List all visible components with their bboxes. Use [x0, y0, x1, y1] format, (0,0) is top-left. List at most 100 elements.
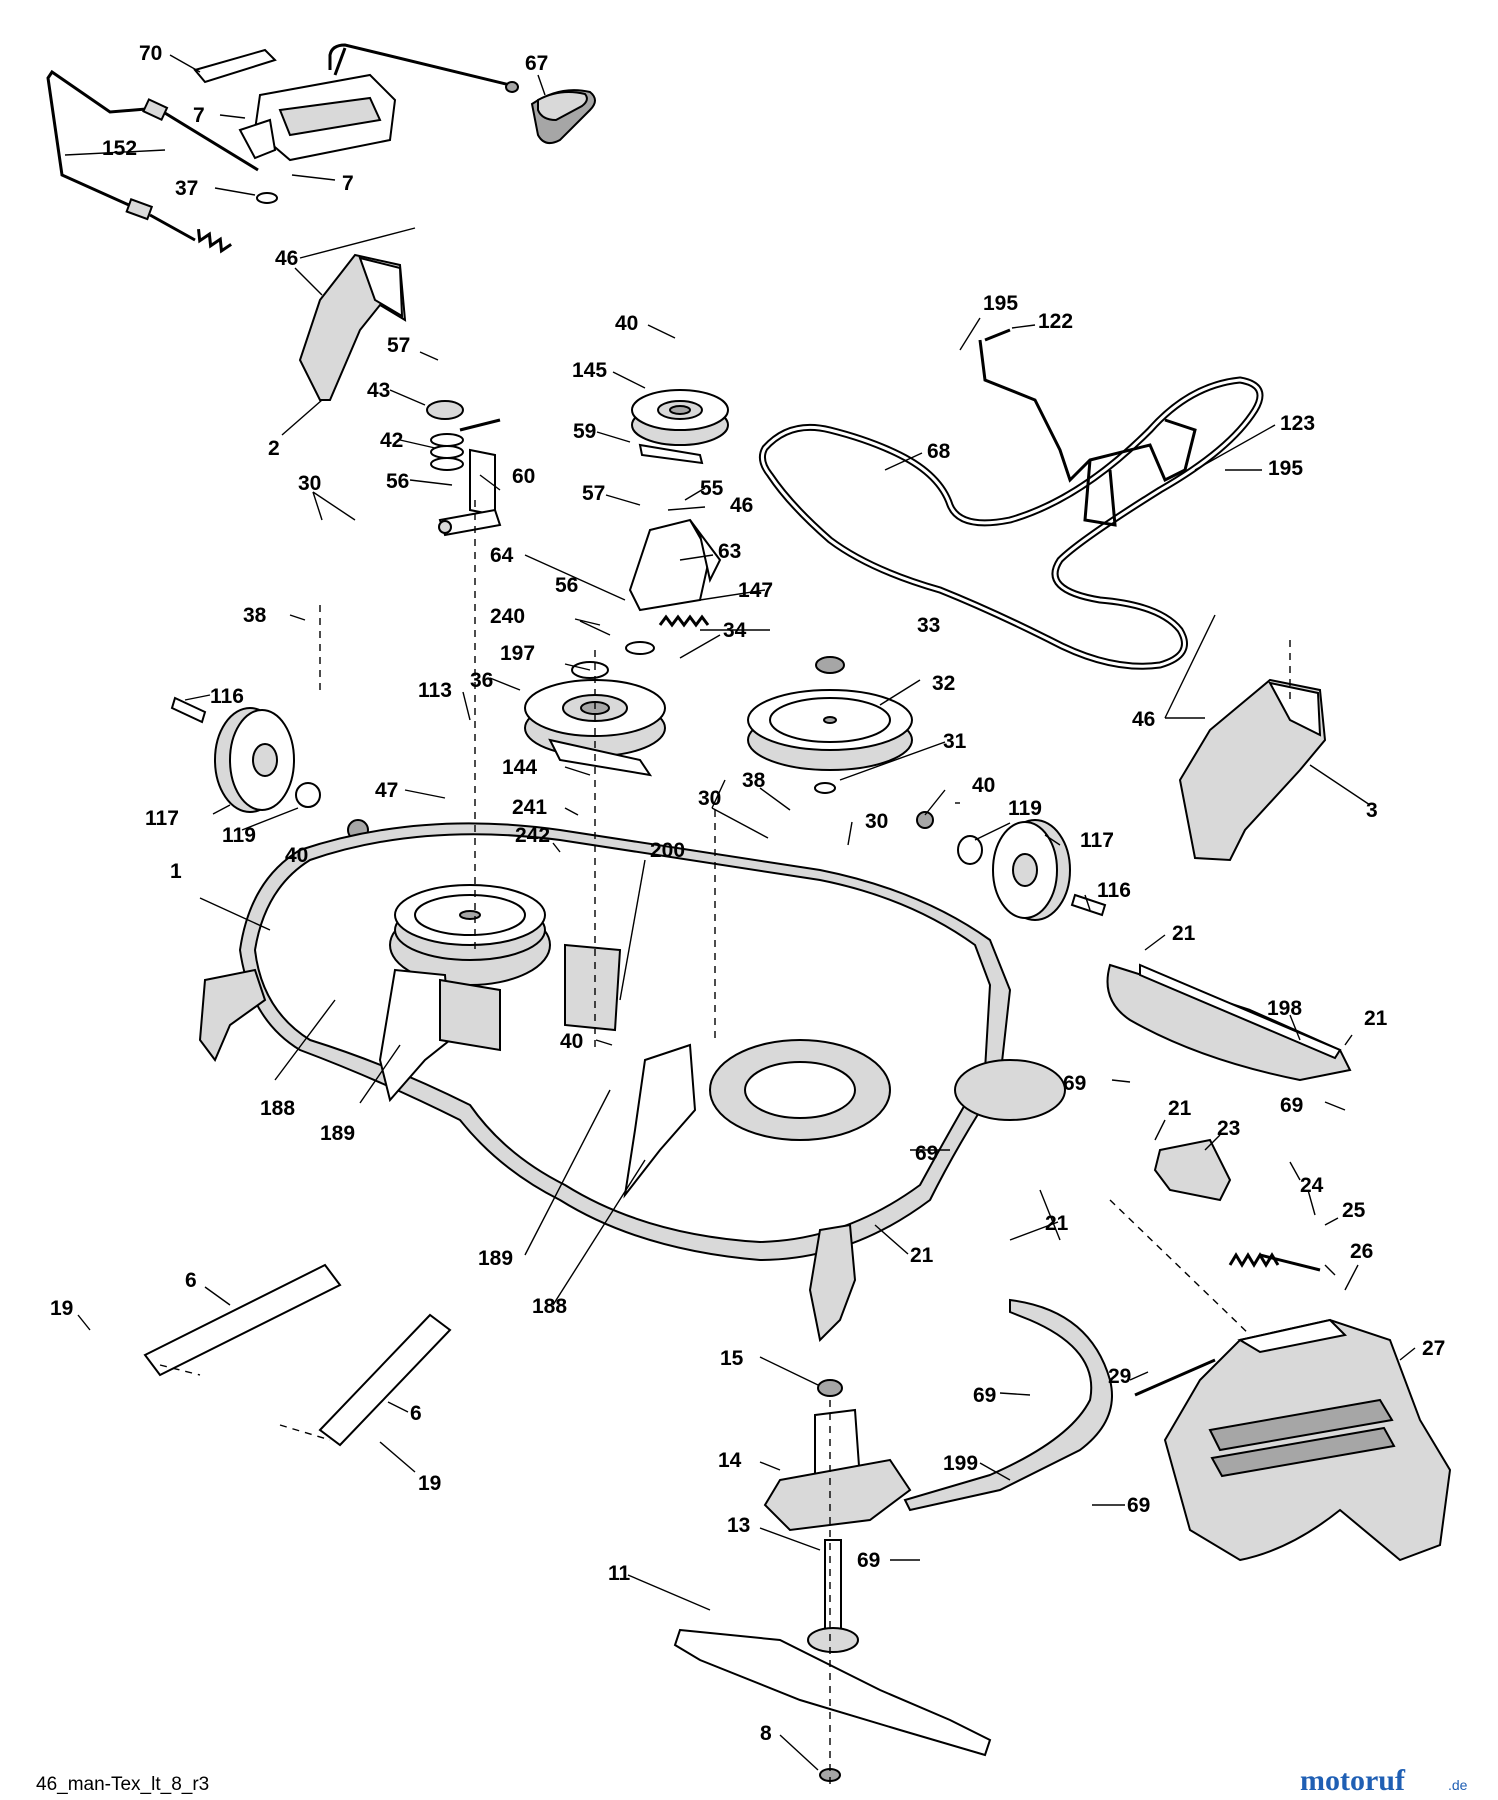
callout-122: 122: [1038, 310, 1073, 333]
callout-119: 119: [1008, 797, 1042, 820]
callout-240: 240: [490, 605, 525, 628]
deck-hanger-bracket-left: [198, 968, 501, 1103]
callout-144: 144: [502, 756, 537, 779]
belt-guide-59: [638, 443, 704, 465]
callout-63: 63: [718, 540, 741, 563]
logo-suffix: .de: [1448, 1777, 1468, 1793]
callout-189: 189: [478, 1247, 513, 1270]
callout-23: 23: [1217, 1117, 1240, 1140]
idler-bracket-144: [548, 738, 653, 777]
spring-25-rod: [1259, 1253, 1321, 1272]
chute-hinge-23: [1153, 1138, 1232, 1202]
callout-36: 36: [470, 669, 493, 692]
leader-lines: [64, 54, 1416, 1771]
callout-199: 199: [943, 1452, 978, 1475]
hanger-arm-upper: [143, 1263, 342, 1377]
callout-42: 42: [380, 429, 403, 452]
motoruf-logo: motoruf .de: [1300, 1764, 1468, 1797]
callout-25: 25: [1342, 1199, 1366, 1222]
lever-handle: [530, 89, 596, 145]
pulley-32: [747, 689, 913, 771]
callout-21: 21: [910, 1244, 934, 1267]
callout-116: 116: [210, 685, 244, 708]
callout-188: 188: [532, 1295, 567, 1318]
callout-34: 34: [723, 619, 747, 642]
callout-21: 21: [1168, 1097, 1192, 1120]
belt-cover-right: [1178, 678, 1327, 862]
callout-43: 43: [367, 379, 390, 402]
callout-119: 119: [222, 824, 256, 847]
callout-40: 40: [285, 844, 308, 867]
callout-68: 68: [927, 440, 951, 463]
callout-7: 7: [342, 172, 354, 195]
callout-33: 33: [917, 614, 940, 637]
spacer-15: [817, 1379, 843, 1397]
callout-15: 15: [720, 1347, 744, 1370]
drive-belt: [758, 376, 1264, 670]
callout-14: 14: [718, 1449, 742, 1472]
deck-pulley: [394, 884, 546, 961]
deck-hanger-bracket-front: [623, 1043, 697, 1199]
callout-6: 6: [410, 1402, 422, 1425]
idler-bracket: [438, 448, 502, 537]
lift-cable: [46, 69, 259, 254]
hanger-arm-lower: [318, 1313, 452, 1447]
callout-145: 145: [572, 359, 607, 382]
callout-69: 69: [973, 1384, 996, 1407]
callout-31: 31: [943, 730, 967, 753]
figure-code: 46_man-Tex_lt_8_r3: [36, 1774, 209, 1795]
callout-116: 116: [1097, 879, 1131, 902]
callout-46: 46: [275, 247, 298, 270]
callout-242: 242: [515, 824, 550, 847]
callout-1: 1: [170, 860, 182, 883]
callout-32: 32: [932, 672, 955, 695]
callout-60: 60: [512, 465, 535, 488]
callout-19: 19: [50, 1297, 73, 1320]
callout-37: 37: [175, 177, 198, 200]
callout-55: 55: [700, 477, 724, 500]
deflector-bracket-198: [1106, 963, 1352, 1082]
callout-7: 7: [193, 104, 205, 127]
callout-46: 46: [730, 494, 753, 517]
callout-24: 24: [1300, 1174, 1324, 1197]
callout-30: 30: [298, 472, 321, 495]
mower-deck: [238, 822, 1066, 1262]
blade-11: [673, 1628, 992, 1757]
callout-69: 69: [1063, 1072, 1086, 1095]
washer-43: [426, 400, 464, 420]
callout-38: 38: [243, 604, 267, 627]
callout-21: 21: [1045, 1212, 1069, 1235]
callout-6: 6: [185, 1269, 197, 1292]
callout-47: 47: [375, 779, 398, 802]
gauge-wheel-left: [170, 696, 369, 841]
nut-33: [815, 656, 845, 674]
callout-46: 46: [1132, 708, 1155, 731]
callout-2: 2: [268, 437, 280, 460]
callout-3: 3: [1366, 799, 1378, 822]
idler-pulley-145: [631, 389, 729, 446]
callout-57: 57: [387, 334, 410, 357]
spindle-shaft-13: [807, 1539, 859, 1653]
spindle-housing-14: [763, 1408, 912, 1532]
deck-bracket-200: [564, 943, 622, 1032]
callout-70: 70: [139, 42, 162, 65]
callout-29: 29: [1108, 1365, 1131, 1388]
deflector-199: [903, 1298, 1113, 1512]
callout-11: 11: [608, 1562, 631, 1585]
belt-keeper-rod: [978, 328, 1197, 527]
align-line: [279, 1424, 331, 1441]
callout-123: 123: [1280, 412, 1315, 435]
callout-30: 30: [865, 810, 888, 833]
callout-69: 69: [1280, 1094, 1303, 1117]
lift-lever-assembly: [193, 43, 519, 162]
rod-29: [1134, 1358, 1216, 1397]
callout-59: 59: [573, 420, 596, 443]
logo-name: motoruf: [1300, 1764, 1406, 1797]
callout-40: 40: [560, 1030, 583, 1053]
washer-31: [814, 782, 836, 794]
spring-147: [658, 614, 710, 628]
callout-117: 117: [1080, 829, 1114, 852]
callout-19: 19: [418, 1472, 441, 1495]
callout-67: 67: [525, 52, 548, 75]
callout-188: 188: [260, 1097, 295, 1120]
